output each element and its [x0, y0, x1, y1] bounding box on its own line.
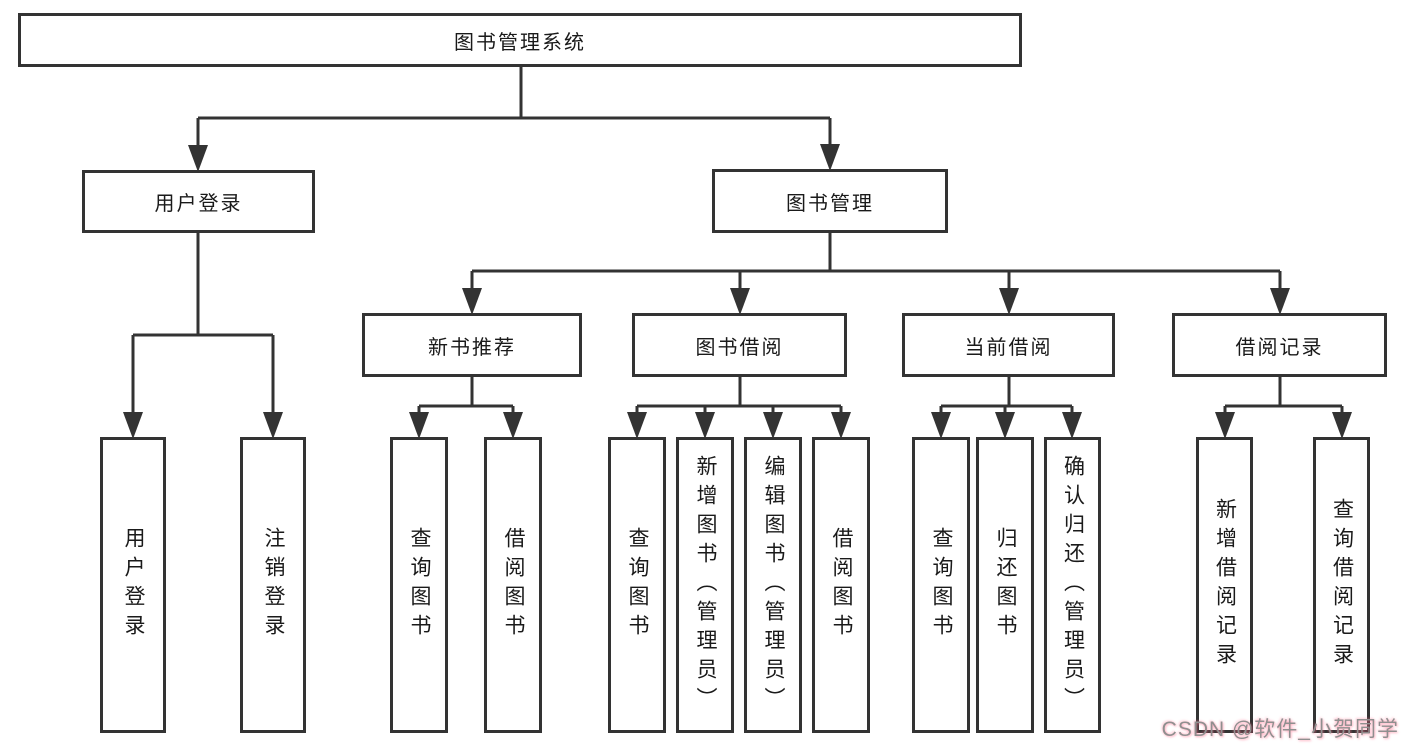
node-label: 图书借阅 — [695, 336, 784, 359]
node-records-add-record: 新增借阅记录 — [1196, 437, 1253, 733]
node-rec-query-books: 查询图书 — [390, 437, 448, 733]
node-borrowing-records: 借阅记录 — [1172, 313, 1387, 377]
node-book-borrowing: 图书借阅 — [632, 313, 847, 377]
node-label: 用户登录 — [154, 193, 243, 215]
node-borrow-add-books-admin: 新增图书（管理员） — [676, 437, 734, 733]
node-borrow-query-books: 查询图书 — [608, 437, 666, 733]
node-label: 新书推荐 — [428, 336, 516, 359]
node-borrow-edit-books-admin: 编辑图书（管理员） — [744, 437, 802, 733]
node-current-query-books: 查询图书 — [912, 437, 970, 733]
node-current-return-books: 归还图书 — [976, 437, 1034, 733]
node-current-borrowing: 当前借阅 — [902, 313, 1115, 377]
csdn-watermark: CSDN @软件_小贺同学 — [1161, 718, 1399, 741]
node-label: 借阅图书 — [830, 527, 853, 643]
node-label: 查询图书 — [626, 527, 649, 643]
node-label: 新增图书（管理员） — [694, 454, 717, 716]
node-label: 注销登录 — [262, 527, 285, 643]
node-library-management-system: 图书管理系统 — [18, 13, 1022, 67]
node-label: 归还图书 — [994, 527, 1017, 643]
node-label: 图书管理系统 — [454, 31, 586, 54]
node-label: 查询借阅记录 — [1330, 498, 1354, 672]
node-label: 编辑图书（管理员） — [762, 454, 785, 716]
node-borrow-borrow-books: 借阅图书 — [812, 437, 870, 733]
node-label: 用户登录 — [122, 527, 145, 643]
node-label: 图书管理 — [786, 192, 874, 215]
node-label: 查询图书 — [408, 527, 431, 643]
node-logout: 注销登录 — [240, 437, 306, 733]
node-new-book-recommendation: 新书推荐 — [362, 313, 582, 377]
node-label: 确认归还（管理员） — [1061, 454, 1085, 716]
node-label: 查询图书 — [930, 527, 953, 643]
node-label: 新增借阅记录 — [1213, 498, 1237, 672]
node-book-management: 图书管理 — [712, 169, 948, 233]
node-current-confirm-return-admin: 确认归还（管理员） — [1044, 437, 1101, 733]
node-user-login-leaf: 用户登录 — [100, 437, 166, 733]
node-label: 借阅图书 — [502, 527, 525, 643]
node-records-query-record: 查询借阅记录 — [1313, 437, 1370, 733]
node-user-login: 用户登录 — [82, 170, 315, 233]
node-rec-borrow-books: 借阅图书 — [484, 437, 542, 733]
node-label: 借阅记录 — [1235, 336, 1324, 359]
node-label: 当前借阅 — [964, 336, 1053, 359]
